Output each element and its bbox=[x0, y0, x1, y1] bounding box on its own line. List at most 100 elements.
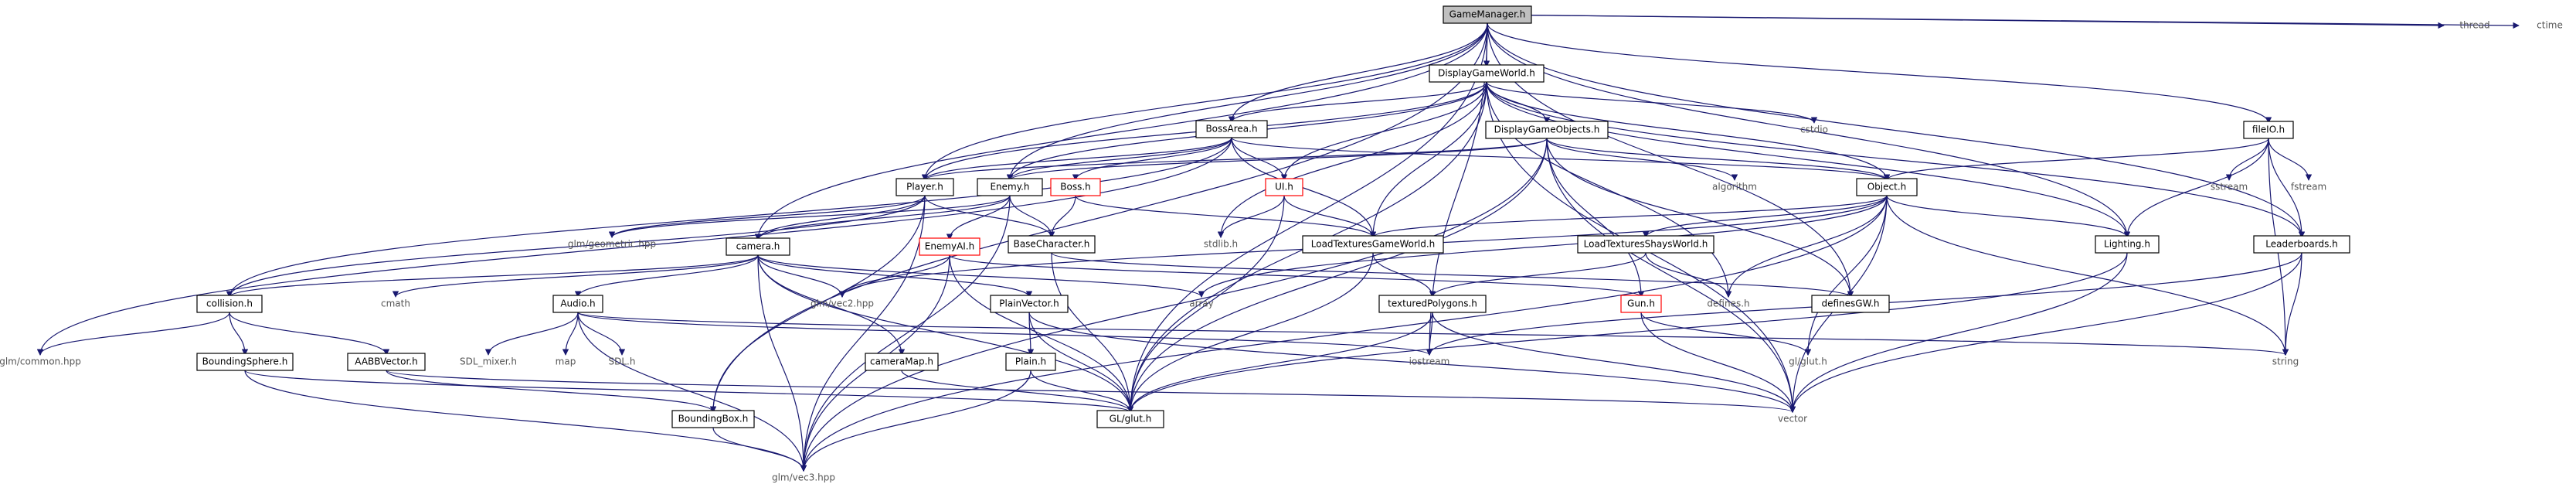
node-algorithm[interactable]: algorithm bbox=[1712, 182, 1757, 193]
edge-bossarea-to-collision bbox=[226, 137, 1232, 298]
edge-gun-to-gl_glut_lower bbox=[1640, 312, 1812, 356]
node-vector[interactable]: vector bbox=[1778, 414, 1807, 425]
node-defines[interactable]: defines.h bbox=[1707, 298, 1749, 309]
node-aabbvector[interactable]: AABBVector.h bbox=[347, 353, 426, 371]
node-boss[interactable]: Boss.h bbox=[1050, 178, 1101, 196]
edge-enemy-to-glm_geometric bbox=[608, 195, 1011, 238]
node-label: Audio.h bbox=[560, 298, 595, 309]
edge-player-to-basecharacter bbox=[924, 195, 1055, 238]
edge-basecharacter-to-definesgw bbox=[1051, 252, 1854, 298]
node-enemy[interactable]: Enemy.h bbox=[977, 178, 1043, 196]
edge-gamemanager-to-boundingbox bbox=[709, 22, 1488, 413]
edge-audio-to-sdl_mixer bbox=[484, 312, 579, 356]
node-texturedpolygons[interactable]: texturedPolygons.h bbox=[1378, 295, 1487, 313]
edge-displaygameobjects-to-player bbox=[922, 138, 1548, 181]
node-gl-glut-lower[interactable]: gl/glut.h bbox=[1789, 356, 1827, 367]
node-planevector[interactable]: PlainVector.h bbox=[990, 295, 1069, 313]
node-cmath[interactable]: cmath bbox=[381, 298, 410, 309]
edge-gamemanager-to-ctime bbox=[1487, 14, 2520, 29]
node-definesgw[interactable]: definesGW.h bbox=[1811, 295, 1890, 313]
node-loadtexturesshaysworld[interactable]: LoadTexturesShaysWorld.h bbox=[1577, 235, 1715, 254]
node-ctime[interactable]: ctime bbox=[2537, 20, 2563, 31]
node-fstream[interactable]: fstream bbox=[2291, 182, 2326, 193]
edge-camera-to-glm_vec2 bbox=[757, 254, 846, 298]
edge-texturedpolygons-to-vector bbox=[1432, 312, 1796, 413]
node-loadtexturesgameworld[interactable]: LoadTexturesGameWorld.h bbox=[1302, 235, 1444, 254]
edge-collision-to-glm_common bbox=[36, 312, 230, 356]
node-label: cameraMap.h bbox=[870, 356, 933, 367]
node-gamemanager[interactable]: GameManager.h bbox=[1443, 5, 1532, 24]
node-object[interactable]: Object.h bbox=[1856, 178, 1918, 196]
node-glm-common[interactable]: glm/common.hpp bbox=[0, 356, 81, 367]
node-fileio[interactable]: fileIO.h bbox=[2243, 121, 2294, 139]
node-label: ctime bbox=[2537, 20, 2563, 31]
edge-lighting-to-vector bbox=[1789, 252, 2128, 413]
node-glm-vec2[interactable]: glm/vec2.hpp bbox=[811, 298, 874, 309]
node-displaygameworld[interactable]: DisplayGameWorld.h bbox=[1429, 64, 1545, 83]
node-label: glm/geometric.hpp bbox=[568, 239, 656, 250]
edge-fileio-to-leaderboards bbox=[2268, 138, 2306, 238]
edge-gamemanager-to-player bbox=[921, 22, 1488, 181]
node-map[interactable]: map bbox=[556, 356, 576, 367]
node-glm-geometric[interactable]: glm/geometric.hpp bbox=[568, 239, 656, 250]
node-label: fstream bbox=[2291, 182, 2326, 193]
node-lighting[interactable]: Lighting.h bbox=[2095, 235, 2160, 254]
node-thread[interactable]: thread bbox=[2459, 20, 2489, 31]
node-audio[interactable]: Audio.h bbox=[552, 295, 603, 313]
edge-collision-to-boundingsphere bbox=[229, 312, 249, 356]
edge-displaygameworld-to-stdlib bbox=[1217, 81, 1487, 238]
node-bossarea[interactable]: BossArea.h bbox=[1195, 120, 1268, 138]
node-label: collision.h bbox=[206, 298, 253, 309]
node-sdl[interactable]: SDL.h bbox=[609, 356, 636, 367]
node-stdlib[interactable]: stdlib.h bbox=[1204, 239, 1238, 250]
edge-camera-to-audio bbox=[574, 254, 759, 298]
node-iostream[interactable]: iostream bbox=[1409, 356, 1450, 367]
edge-ui-to-stdlib bbox=[1217, 195, 1285, 238]
node-label: SDL_mixer.h bbox=[460, 356, 517, 367]
node-gun[interactable]: Gun.h bbox=[1620, 295, 1662, 313]
node-basecharacter[interactable]: BaseCharacter.h bbox=[1008, 235, 1096, 254]
edge-plain-to-gl_glut bbox=[1030, 370, 1134, 413]
edge-loadtexturesshaysworld-to-defines bbox=[1645, 252, 1732, 298]
edge-ui-to-loadtexturesgameworld bbox=[1283, 195, 1377, 238]
node-cameramap[interactable]: cameraMap.h bbox=[865, 353, 939, 371]
node-leaderboards[interactable]: Leaderboards.h bbox=[2253, 235, 2350, 254]
node-boundingbox[interactable]: BoundingBox.h bbox=[671, 410, 755, 428]
node-plain[interactable]: Plain.h bbox=[1005, 353, 1056, 371]
node-label: string bbox=[2272, 356, 2299, 367]
node-string[interactable]: string bbox=[2272, 356, 2299, 367]
node-label: Player.h bbox=[906, 182, 943, 193]
node-sdl-mixer[interactable]: SDL_mixer.h bbox=[460, 356, 517, 367]
node-label: EnemyAI.h bbox=[925, 241, 975, 252]
node-ui[interactable]: UI.h bbox=[1265, 178, 1303, 196]
node-collision[interactable]: collision.h bbox=[196, 295, 263, 313]
edge-gamemanager-to-fileio bbox=[1487, 22, 2272, 124]
edge-displaygameworld-to-loadtexturesgameworld bbox=[1369, 81, 1487, 238]
node-label: SDL.h bbox=[609, 356, 636, 367]
node-label: BaseCharacter.h bbox=[1014, 239, 1090, 250]
node-camera[interactable]: camera.h bbox=[726, 237, 790, 256]
edge-plain-to-glm_vec3 bbox=[800, 370, 1031, 472]
edge-bossarea-to-object bbox=[1231, 137, 1890, 181]
nodes-layer: GameManager.h thread ctime DisplayGameWo… bbox=[0, 5, 2563, 483]
node-array[interactable]: array bbox=[1189, 298, 1213, 309]
node-enemyai[interactable]: EnemyAI.h bbox=[919, 237, 980, 256]
node-label: algorithm bbox=[1712, 182, 1757, 193]
node-label: thread bbox=[2459, 20, 2489, 31]
node-boundingsphere[interactable]: BoundingSphere.h bbox=[196, 353, 294, 371]
node-cstdio[interactable]: cstdio bbox=[1800, 124, 1828, 135]
node-displaygameobjects[interactable]: DisplayGameObjects.h bbox=[1485, 121, 1609, 139]
node-label: cmath bbox=[381, 298, 410, 309]
node-player[interactable]: Player.h bbox=[895, 178, 954, 196]
edge-displaygameworld-to-lighting bbox=[1486, 81, 2131, 238]
node-gl-glut[interactable]: GL/glut.h bbox=[1096, 410, 1164, 428]
node-glm-vec3[interactable]: glm/vec3.hpp bbox=[772, 472, 835, 483]
edge-displaygameobjects-to-definesgw bbox=[1546, 138, 1854, 298]
node-label: vector bbox=[1778, 414, 1807, 425]
node-label: GameManager.h bbox=[1449, 9, 1526, 20]
node-label: Boss.h bbox=[1060, 182, 1091, 193]
node-label: LoadTexturesGameWorld.h bbox=[1311, 239, 1436, 250]
node-label: Gun.h bbox=[1627, 298, 1655, 309]
node-sstream[interactable]: sstream bbox=[2211, 182, 2248, 193]
edge-audio-to-iostream bbox=[577, 312, 1432, 356]
